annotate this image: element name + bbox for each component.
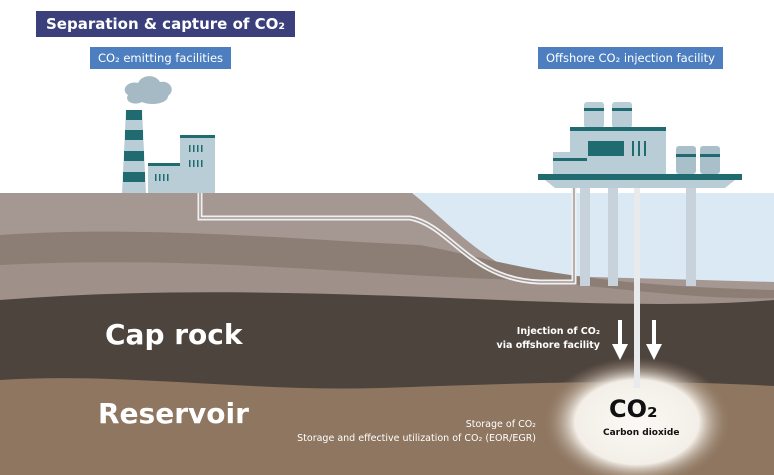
factory-illustration (122, 76, 215, 193)
emitting-facilities-tag: CO₂ emitting facilities (90, 47, 232, 69)
co2-name: Carbon dioxide (603, 428, 680, 438)
co2-formula: CO₂ (609, 395, 658, 423)
reservoir-label: Reservoir (98, 397, 249, 430)
injection-arrows (612, 320, 662, 360)
offshore-facility-tag: Offshore CO₂ injection facility (538, 47, 723, 69)
storage-label-line2: Storage and effective utilization of CO₂… (297, 433, 536, 444)
cap-rock-label: Cap rock (105, 318, 243, 351)
page-title: Separation & capture of CO₂ (36, 11, 295, 37)
storage-label-line1: Storage of CO₂ (465, 419, 536, 430)
injection-label-line1: Injection of CO₂ (516, 326, 600, 337)
offshore-platform-illustration (538, 102, 742, 286)
injection-label: Injection of CO₂ via offshore facility (497, 325, 600, 353)
co2-glow (542, 357, 732, 475)
injection-well (634, 180, 640, 388)
injection-label-line2: via offshore facility (496, 340, 600, 351)
storage-label: Storage of CO₂ Storage and effective uti… (297, 418, 536, 446)
